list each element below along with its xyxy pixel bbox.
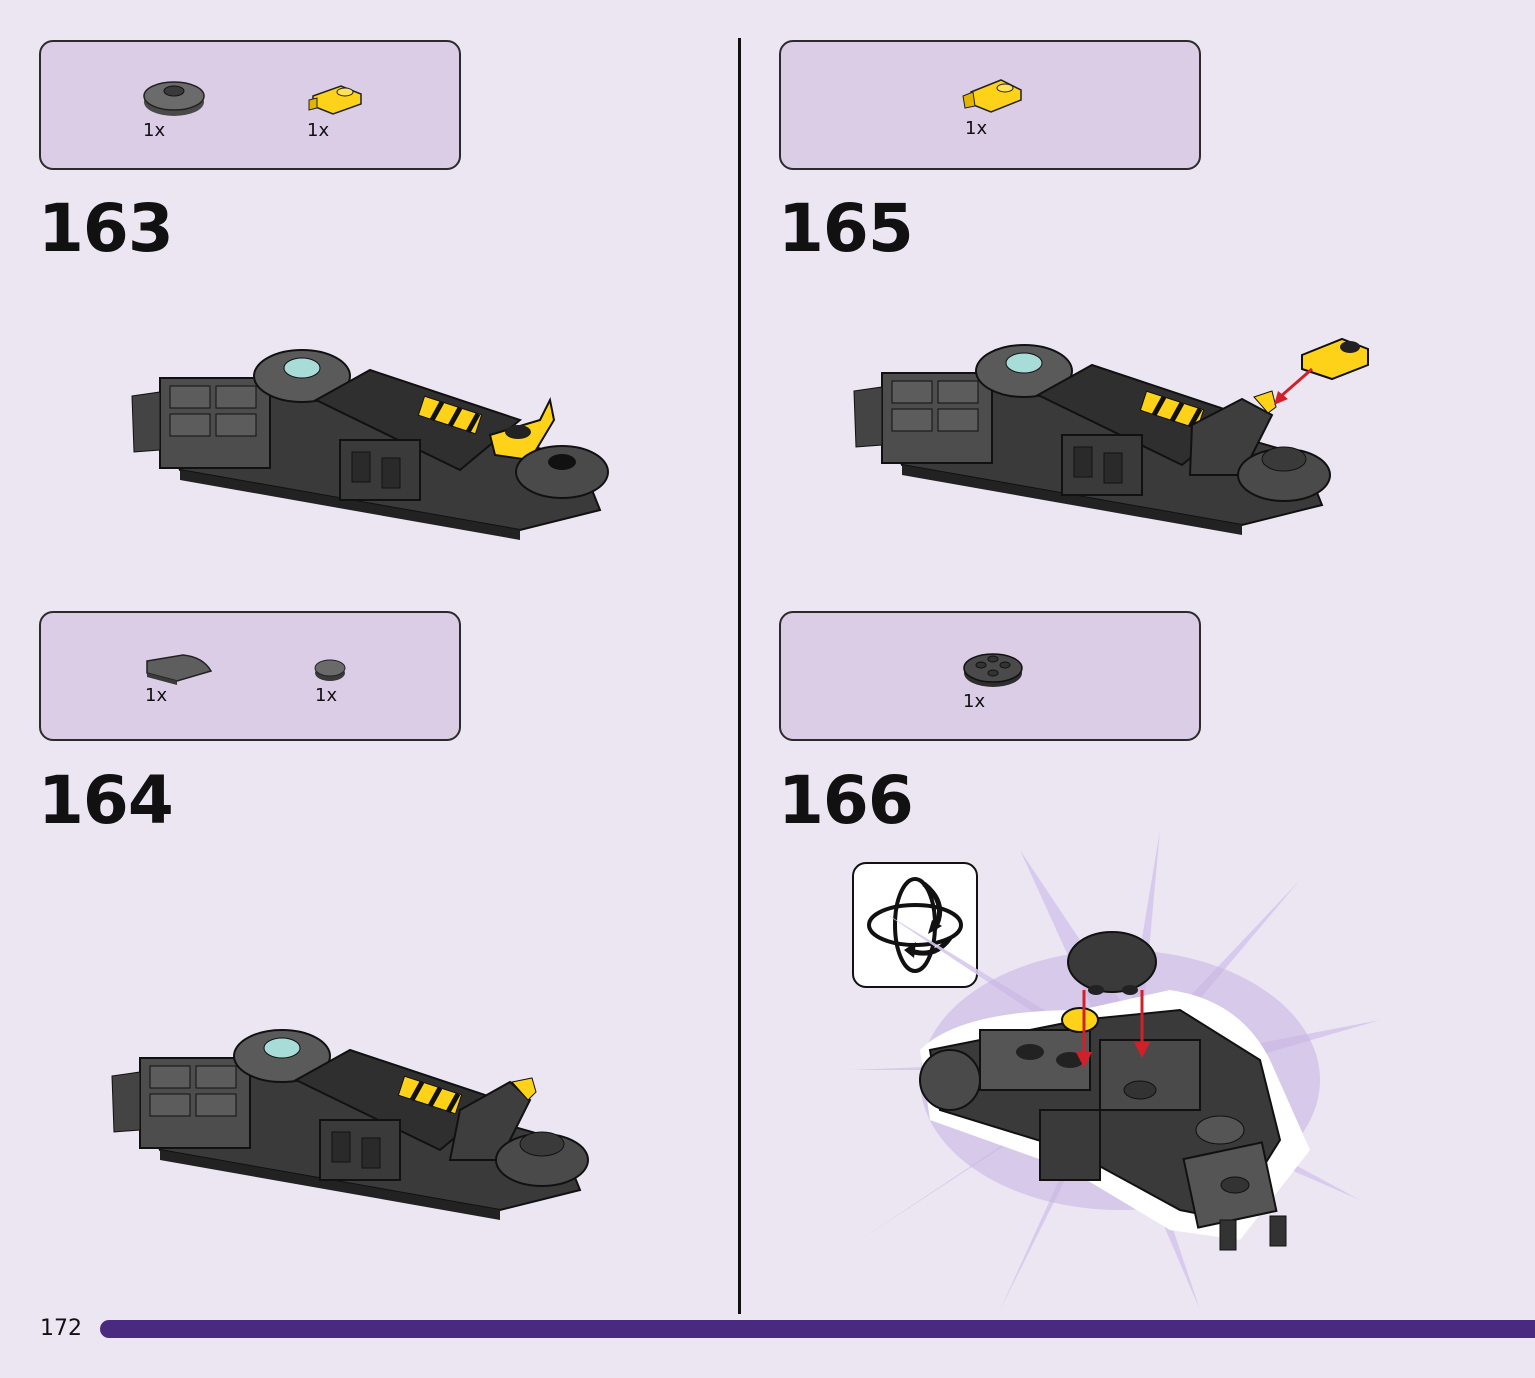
- progress-bar: [100, 1320, 1535, 1338]
- parts-list-163: 1x 1x: [39, 40, 461, 170]
- step-number: 165: [778, 190, 914, 267]
- dark-gray-curved-slope-icon: [143, 651, 213, 685]
- part-qty: 1x: [307, 120, 330, 141]
- part-qty: 1x: [315, 685, 338, 706]
- dark-gray-round-tile-1x1-icon: [313, 657, 347, 683]
- yellow-clip-plate-icon: [961, 76, 1025, 116]
- model-step-163: [131, 349, 609, 540]
- dark-gray-round-tile-icon: [141, 76, 207, 118]
- dark-gray-round-plate-icon: [961, 645, 1025, 691]
- page-number: 172: [40, 1316, 82, 1341]
- yellow-clip-plate-icon: [305, 82, 365, 118]
- part-qty: 1x: [143, 120, 166, 141]
- part-qty: 1x: [963, 691, 986, 712]
- column-divider: [738, 38, 741, 1314]
- step-number: 166: [778, 762, 914, 839]
- rotate-icon: [867, 877, 963, 973]
- step-number: 164: [38, 762, 174, 839]
- parts-list-166: 1x: [779, 611, 1201, 741]
- parts-list-164: 1x 1x: [39, 611, 461, 741]
- rotate-model-indicator: [852, 862, 978, 988]
- model-step-165: [853, 337, 1369, 535]
- parts-list-165: 1x: [779, 40, 1201, 170]
- model-step-164: [111, 1029, 589, 1220]
- step-number: 163: [38, 190, 174, 267]
- part-qty: 1x: [145, 685, 168, 706]
- model-step-166-burst: [850, 830, 1380, 1310]
- part-qty: 1x: [965, 118, 988, 139]
